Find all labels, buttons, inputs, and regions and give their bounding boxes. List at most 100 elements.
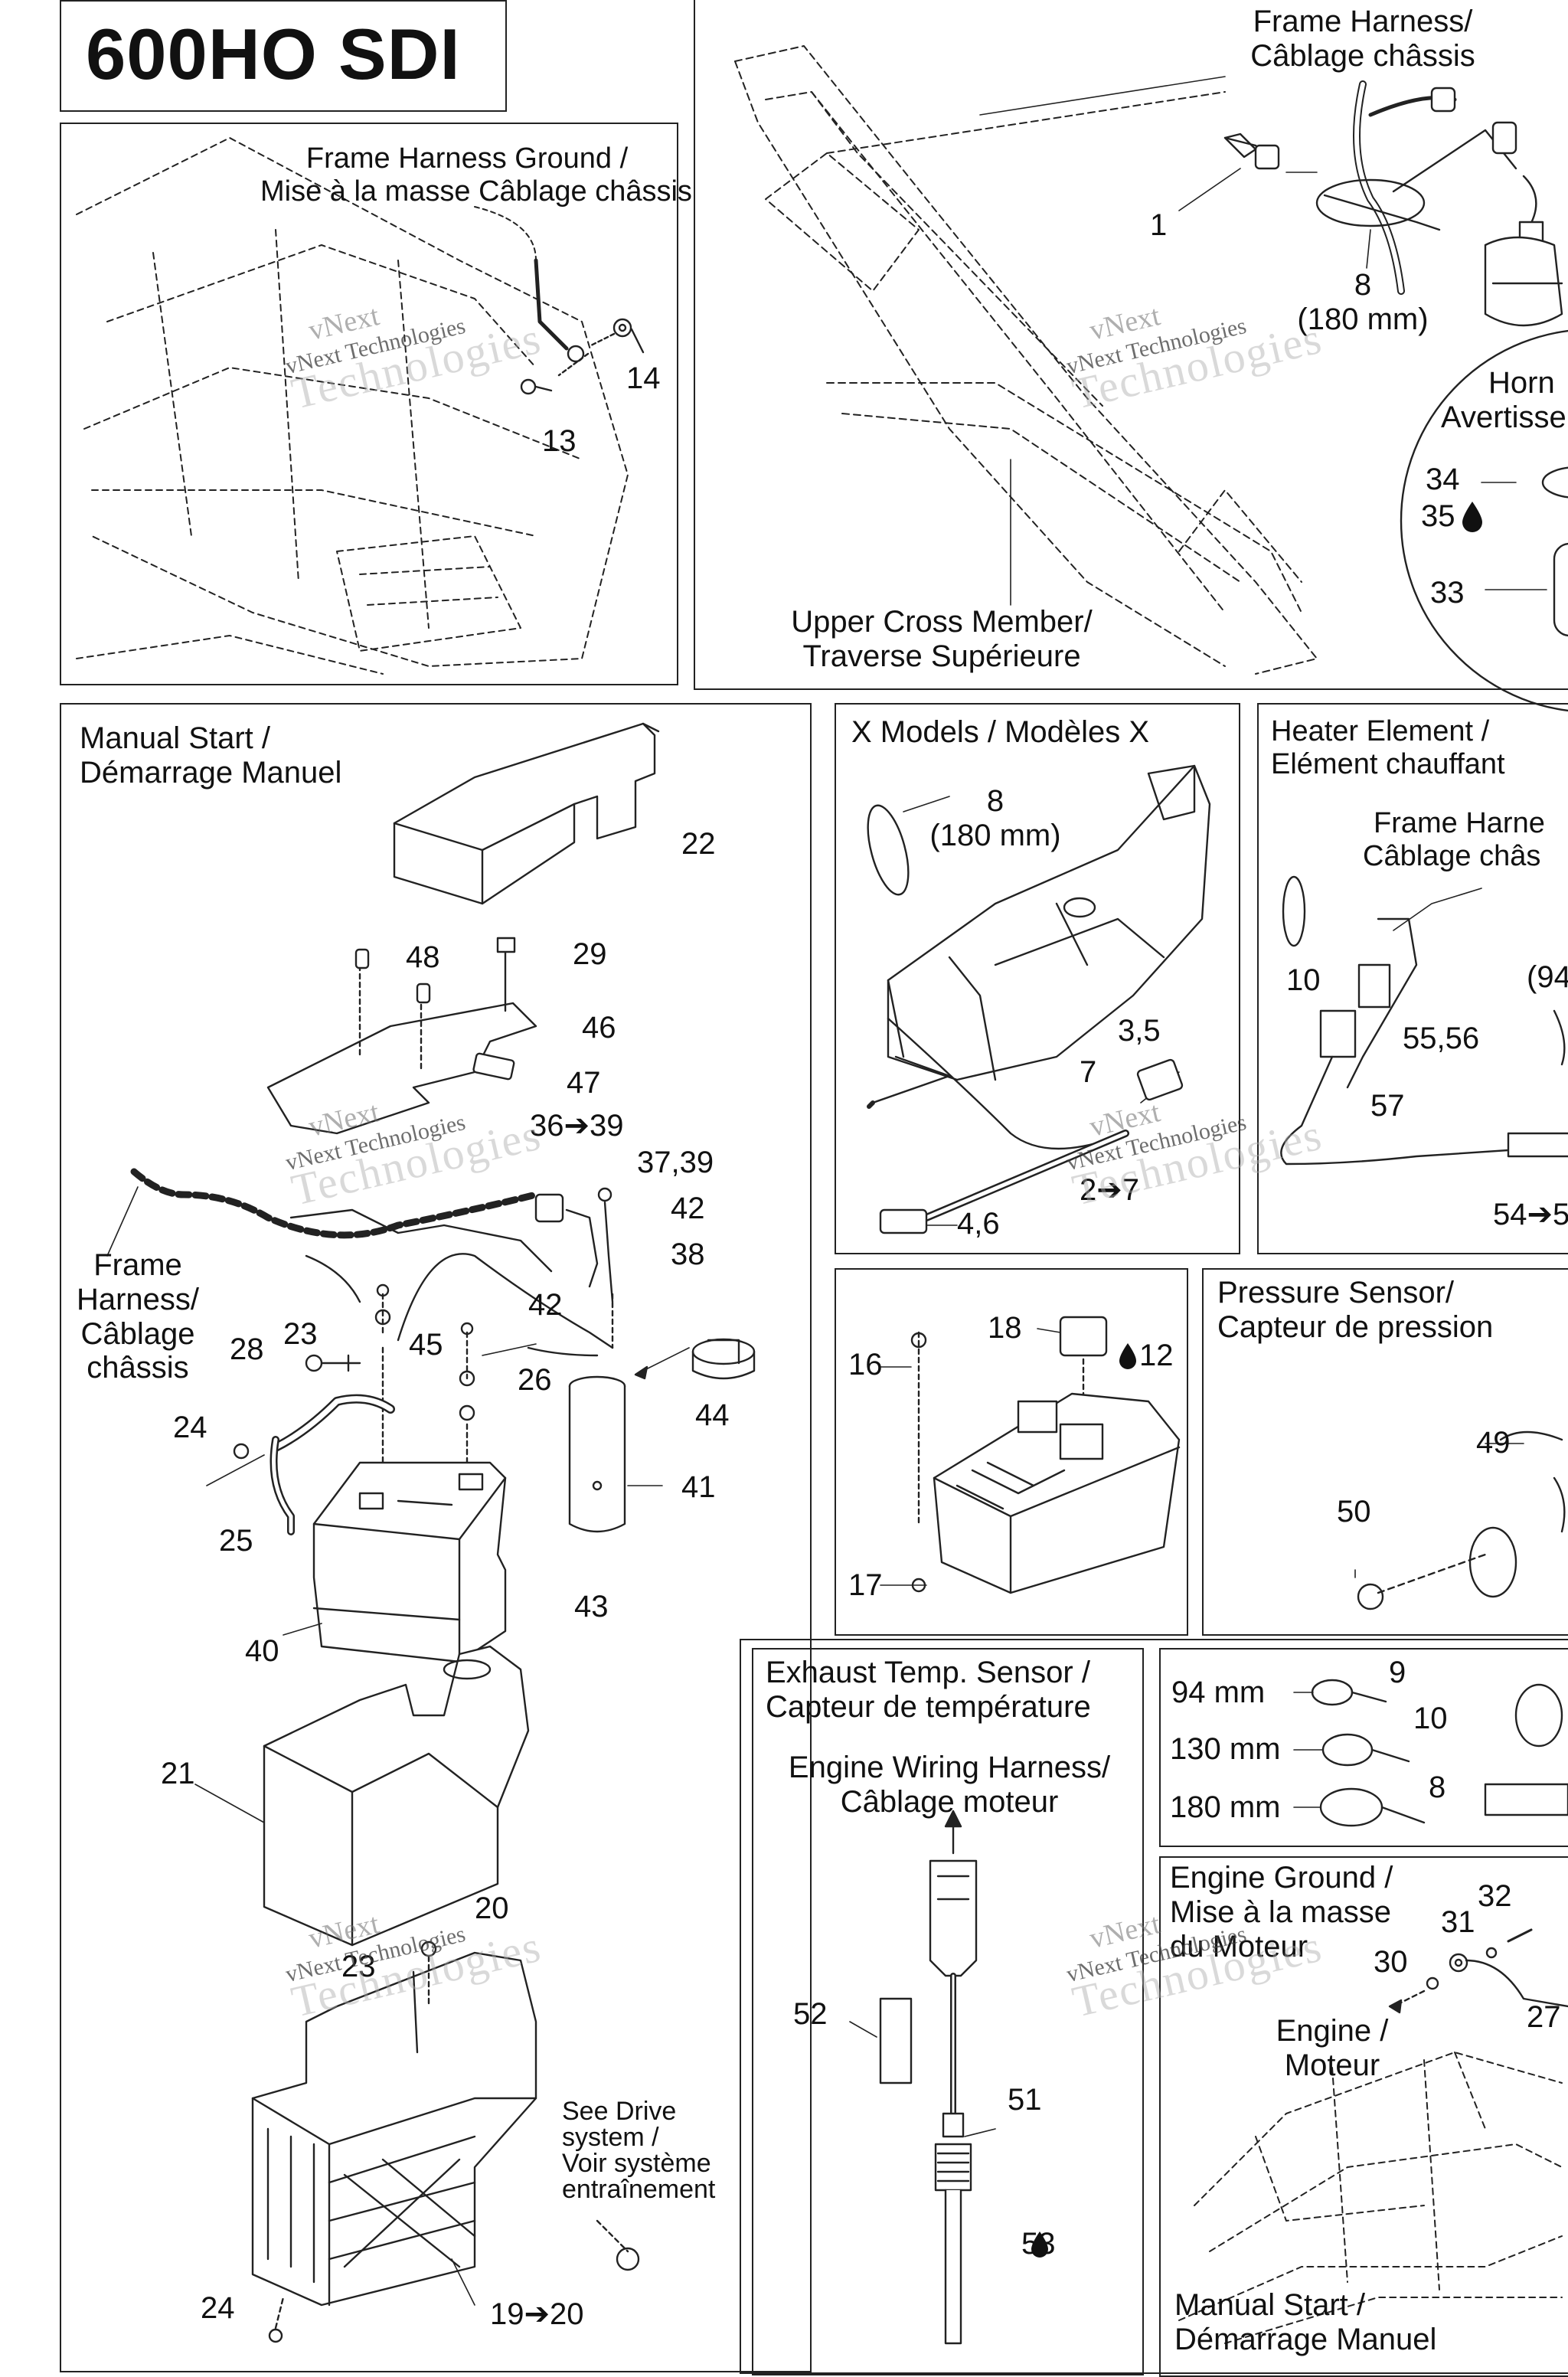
manual-start-engine-fr: Démarrage Manuel: [1174, 2322, 1437, 2356]
frame-ground-wire: [474, 206, 645, 395]
exhaust-heading-fr: Capteur de température: [766, 1689, 1091, 1724]
frame-ground-panel: [60, 123, 678, 685]
see-drive-3: Voir système: [562, 2149, 711, 2178]
battery-support-21: [194, 1645, 530, 1947]
heater-harness-label: Frame Harne Câblage châs: [1363, 807, 1568, 872]
see-drive-1: See Drive: [562, 2097, 677, 2126]
screw-1: [1178, 132, 1318, 211]
frame-harness-left-2: Harness/: [76, 1282, 200, 1316]
manual-start-heading: Manual Start / Démarrage Manuel: [80, 721, 341, 790]
upper-cross-member-fr: Traverse Supérieure: [802, 639, 1081, 673]
callout-7: 7: [1080, 1055, 1097, 1089]
callout-8-x: 8 (180 mm): [919, 784, 1072, 853]
callout-43: 43: [574, 1590, 609, 1623]
heater-harness: [1280, 875, 1568, 1166]
see-drive-4: entraînement: [562, 2175, 716, 2204]
callout-54: 54➔5: [1493, 1198, 1568, 1231]
heater-panel: [1257, 703, 1568, 1254]
title-box: [60, 0, 507, 112]
callout-17: 17: [848, 1568, 883, 1602]
callout-30: 30: [1374, 1945, 1408, 1979]
frame-ground-chassis: [76, 137, 629, 675]
frame-harness-top: [1315, 80, 1563, 327]
frame-ground-label-en: Frame Harness Ground /: [305, 142, 629, 175]
callout-50: 50: [1337, 1495, 1371, 1529]
callout-51: 51: [1008, 2083, 1042, 2117]
frame-harness-fr: Câblage châssis: [1250, 38, 1475, 73]
cables-and-bolts: [206, 1283, 537, 1535]
callout-44: 44: [695, 1398, 730, 1432]
frame-ground-label-fr: Mise à la masse Câblage châssis: [260, 175, 692, 208]
callout-35: 35: [1421, 499, 1455, 533]
fuel-tank-drawing: [887, 764, 1211, 1081]
horn-label-fr: Avertisse: [1441, 400, 1566, 434]
callout-25: 25: [219, 1524, 253, 1558]
callout-19-20: 19➔20: [490, 2297, 584, 2331]
engine-wiring-harness-en: Engine Wiring Harness/: [788, 1751, 1111, 1784]
callout-24-b: 24: [201, 2291, 235, 2325]
engine-label: Engine / Moteur: [1256, 2014, 1409, 2083]
callout-8-frame: 8 (180 mm): [1286, 268, 1439, 337]
engine-ground-1: Engine Ground /: [1170, 1861, 1393, 1895]
callout-55-56: 55,56: [1403, 1022, 1480, 1055]
callout-57: 57: [1370, 1089, 1405, 1123]
frame-ground-label: Frame Harness Ground / Mise à la masse C…: [260, 142, 692, 208]
cable-ties-panel: [1159, 1648, 1568, 1847]
callout-20: 20: [475, 1891, 509, 1925]
callout-29: 29: [573, 937, 607, 971]
callout-52: 52: [793, 1997, 828, 2031]
callout-1: 1: [1150, 208, 1168, 242]
pressure-sensor-heading: Pressure Sensor/ Capteur de pression: [1217, 1276, 1493, 1345]
battery-40: [283, 1461, 507, 1663]
battery-cap-44: [691, 1338, 756, 1380]
see-drive-2: system /: [562, 2123, 659, 2152]
callout-13: 13: [542, 424, 577, 458]
engine-ground-2: Mise à la masse: [1170, 1895, 1391, 1929]
exhaust-sensor-drawing: [849, 1810, 996, 2345]
heater-heading-en: Heater Element /: [1271, 715, 1490, 747]
callout-24-a: 24: [173, 1411, 207, 1444]
callout-48: 48: [406, 940, 440, 974]
callout-22: 22: [681, 827, 716, 861]
upper-frame-drawing: [734, 45, 1318, 675]
battery-tray: [251, 1941, 640, 2343]
callout-42-a: 42: [671, 1192, 705, 1225]
upper-cross-member-label: Upper Cross Member/ Traverse Supérieure: [773, 605, 1110, 674]
manual-start-engine-en: Manual Start /: [1174, 2288, 1366, 2322]
callout-8-frame-size: (180 mm): [1297, 302, 1429, 336]
callout-49: 49: [1476, 1426, 1511, 1460]
x-models-heading: X Models / Modèles X: [851, 715, 1150, 749]
exhaust-heading-en: Exhaust Temp. Sensor /: [766, 1656, 1090, 1689]
tie-180-num: 8: [1429, 1770, 1446, 1804]
callout-94-heater: (94: [1527, 960, 1568, 994]
callout-23-b: 23: [341, 1950, 376, 1983]
heater-heading-fr: Elément chauffant: [1271, 747, 1505, 780]
horn-label: Horn Avertisse: [1441, 366, 1566, 435]
callout-23-a: 23: [283, 1317, 318, 1351]
x-models-panel: [835, 703, 1240, 1254]
callout-27: 27: [1527, 2000, 1561, 2034]
relay-harness: [397, 1187, 614, 1357]
callout-8-x-num: 8: [986, 784, 1004, 818]
x-models-harness: [867, 796, 1184, 1234]
horn-callout: [1400, 329, 1568, 712]
callout-26: 26: [518, 1363, 552, 1397]
frame-top-panel: [694, 0, 1568, 690]
battery-cover: [393, 722, 660, 905]
callout-4-6: 4,6: [957, 1207, 1000, 1241]
engine-ground-drawing: [1178, 1928, 1568, 2344]
exhaust-heading: Exhaust Temp. Sensor / Capteur de tempér…: [766, 1656, 1091, 1725]
tie-130-num: 10: [1413, 1702, 1448, 1735]
frame-top-leader-lines: [979, 76, 1547, 606]
callout-8-frame-num: 8: [1354, 268, 1372, 302]
tie-94-num: 9: [1389, 1656, 1406, 1689]
callout-36-39: 36➔39: [530, 1109, 624, 1143]
callout-2-7: 2➔7: [1080, 1173, 1140, 1207]
callout-38: 38: [671, 1238, 705, 1271]
frame-harness-left-label: Frame Harness/ Câblage châssis: [54, 1248, 222, 1385]
callout-45: 45: [409, 1328, 443, 1362]
callout-28: 28: [230, 1332, 264, 1366]
callout-14: 14: [626, 361, 661, 395]
tie-130-size: 130 mm: [1170, 1732, 1281, 1766]
